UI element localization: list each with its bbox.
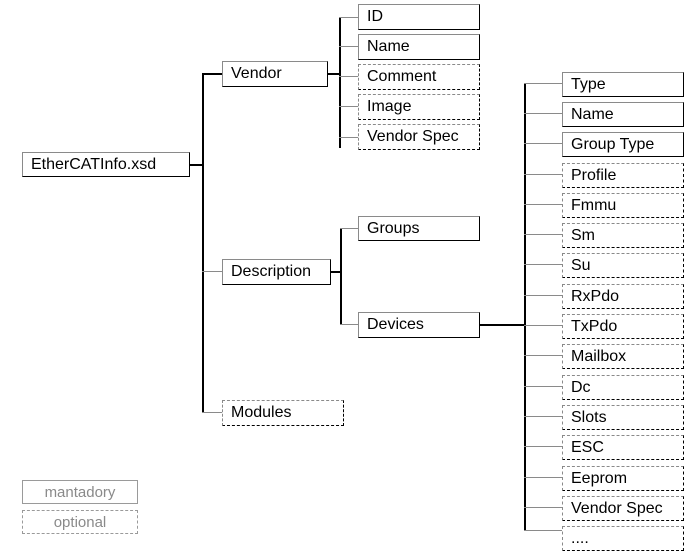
node-label: Dc <box>571 378 591 396</box>
connector-vendor-stub <box>327 73 341 75</box>
connector-vendor-to-name <box>339 46 359 47</box>
connector-devices-to-dc <box>524 386 563 387</box>
node-label: Slots <box>571 408 607 426</box>
node-label: EtherCATInfo.xsd <box>31 155 157 173</box>
connector-vendor-to-vendorspec <box>339 137 359 138</box>
connector-description-to-devices <box>340 324 359 325</box>
connector-level1-trunk <box>202 74 204 413</box>
connector-description-stub <box>330 271 342 273</box>
connector-devices-to-group-type <box>524 143 563 144</box>
node-vendor-image[interactable]: Image <box>358 94 480 120</box>
connector-devices-trunk <box>524 83 526 530</box>
node-modules[interactable]: Modules <box>222 400 344 426</box>
node-label: Su <box>571 256 591 274</box>
connector-vendor-to-image <box>339 106 359 107</box>
node-label: .... <box>571 529 589 547</box>
node-device-type[interactable]: Type <box>562 72 684 97</box>
node-description[interactable]: Description <box>222 259 331 285</box>
connector-devices-to-more <box>524 530 563 531</box>
node-label: Vendor <box>231 65 282 82</box>
connector-devices-to-type <box>524 83 563 84</box>
node-label: Vendor Spec <box>571 499 663 517</box>
node-device-su[interactable]: Su <box>562 253 684 278</box>
node-device-more[interactable]: .... <box>562 526 684 551</box>
node-devices[interactable]: Devices <box>358 312 480 338</box>
node-vendor[interactable]: Vendor <box>222 61 328 87</box>
node-device-name[interactable]: Name <box>562 102 684 127</box>
node-label: Comment <box>367 68 437 85</box>
connector-to-description <box>202 271 223 272</box>
legend-mandatory: mantadory <box>22 480 138 504</box>
node-device-fmmu[interactable]: Fmmu <box>562 193 684 218</box>
legend-label: optional <box>53 513 107 531</box>
node-label: RxPdo <box>571 287 620 305</box>
connector-description-trunk <box>340 228 342 325</box>
connector-description-to-groups <box>340 228 359 229</box>
node-ethercatinfo-xsd[interactable]: EtherCATInfo.xsd <box>22 152 190 177</box>
connector-devices-to-fmmu <box>524 204 563 205</box>
node-device-dc[interactable]: Dc <box>562 375 684 400</box>
node-label: Profile <box>571 166 617 184</box>
node-label: Description <box>231 263 312 280</box>
connector-devices-to-eeprom <box>524 477 563 478</box>
node-label: Sm <box>571 226 595 244</box>
node-device-txpdo[interactable]: TxPdo <box>562 314 684 339</box>
node-device-vendor-spec[interactable]: Vendor Spec <box>562 496 684 521</box>
node-device-rxpdo[interactable]: RxPdo <box>562 284 684 309</box>
connector-devices-to-name <box>524 113 563 114</box>
connector-devices-to-esc <box>524 446 563 447</box>
connector-to-vendor <box>202 73 223 75</box>
node-vendor-vendor-spec[interactable]: Vendor Spec <box>358 124 480 150</box>
connector-to-modules <box>202 412 223 413</box>
legend-label: mantadory <box>44 483 116 501</box>
node-label: Eeprom <box>571 469 628 487</box>
node-label: Group Type <box>571 135 655 153</box>
connector-root-stub <box>190 164 204 166</box>
node-label: Name <box>367 38 410 55</box>
node-groups[interactable]: Groups <box>358 216 480 241</box>
node-label: Fmmu <box>571 196 617 214</box>
node-device-profile[interactable]: Profile <box>562 163 684 188</box>
node-device-esc[interactable]: ESC <box>562 435 684 460</box>
connector-devices-to-mailbox <box>524 355 563 356</box>
connector-devices-to-profile <box>524 174 563 175</box>
node-vendor-comment[interactable]: Comment <box>358 64 480 90</box>
connector-vendor-to-id <box>339 17 359 18</box>
legend-optional: optional <box>22 510 138 534</box>
connector-devices-to-slots <box>524 416 563 417</box>
node-vendor-id[interactable]: ID <box>358 4 480 30</box>
node-label: Modules <box>231 404 292 421</box>
node-label: TxPdo <box>571 317 618 335</box>
node-label: Mailbox <box>571 347 627 365</box>
node-label: Devices <box>367 316 424 333</box>
connector-vendor-to-comment <box>339 76 359 77</box>
node-device-slots[interactable]: Slots <box>562 405 684 430</box>
node-label: Vendor Spec <box>367 128 459 145</box>
node-label: ID <box>367 8 383 25</box>
node-device-mailbox[interactable]: Mailbox <box>562 344 684 369</box>
node-device-eeprom[interactable]: Eeprom <box>562 466 684 491</box>
connector-devices-to-su <box>524 264 563 265</box>
node-vendor-name[interactable]: Name <box>358 34 480 60</box>
connector-devices-stub <box>480 324 525 326</box>
connector-vendor-trunk <box>339 17 341 148</box>
connector-devices-to-sm <box>524 234 563 235</box>
connector-devices-to-txpdo <box>524 325 563 326</box>
node-label: ESC <box>571 438 604 456</box>
connector-devices-to-vendorspec <box>524 507 563 508</box>
node-label: Name <box>571 105 614 123</box>
node-label: Type <box>571 75 606 93</box>
connector-devices-to-rxpdo <box>524 295 563 296</box>
node-label: Groups <box>367 219 420 237</box>
node-device-group-type[interactable]: Group Type <box>562 132 684 157</box>
node-label: Image <box>367 98 412 115</box>
node-device-sm[interactable]: Sm <box>562 223 684 248</box>
